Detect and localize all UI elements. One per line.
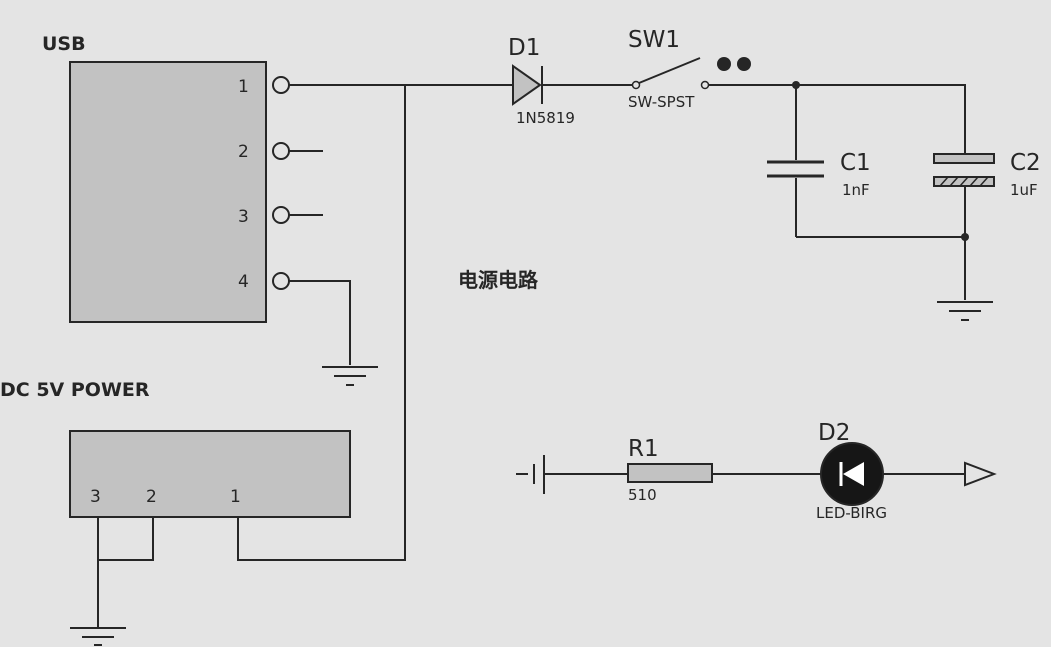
d1-value: 1N5819 xyxy=(516,109,575,127)
capacitor-c2[interactable]: C2 1uF xyxy=(933,150,1041,199)
switch-toggle-icon[interactable] xyxy=(737,57,751,71)
wire-sw1-to-rail xyxy=(709,84,966,155)
d2-value: LED-BIRG xyxy=(816,504,887,522)
usb-pin-4-label: 4 xyxy=(238,272,249,292)
sw1-ref: SW1 xyxy=(628,27,680,53)
usb-pin-2-terminal[interactable] xyxy=(272,142,290,160)
capacitor-c1[interactable]: C1 1nF xyxy=(767,85,871,237)
usb-pin-3-terminal[interactable] xyxy=(272,206,290,224)
switch-contact-icon xyxy=(700,80,710,90)
wire-usb-pin4-ground xyxy=(289,280,351,365)
usb-pin-4-terminal[interactable] xyxy=(272,272,290,290)
ground-icon xyxy=(322,366,378,386)
ground-terminal-icon xyxy=(516,455,545,494)
r1-ref: R1 xyxy=(628,436,659,462)
sw1-value: SW-SPST xyxy=(628,93,695,111)
diode-d1[interactable]: D1 1N5819 xyxy=(508,35,575,127)
usb-pin-1-label: 1 xyxy=(238,77,249,97)
switch-contact-icon xyxy=(631,80,641,90)
r1-value: 510 xyxy=(628,486,657,504)
c2-ref: C2 xyxy=(1010,150,1041,176)
led-d2[interactable]: D2 LED-BIRG xyxy=(816,420,887,522)
led-diode-icon xyxy=(843,462,864,486)
usb-pin-1-terminal[interactable] xyxy=(272,76,290,94)
junction-dot xyxy=(961,233,969,241)
power-terminal-icon[interactable] xyxy=(964,461,997,487)
dc-pin-2-label: 2 xyxy=(146,487,157,507)
c1-value: 1nF xyxy=(842,181,870,199)
switch-toggle-icon[interactable] xyxy=(717,57,731,71)
d2-ref: D2 xyxy=(818,420,850,446)
wire-dc-pin1-to-bus xyxy=(237,85,406,561)
usb-pin-2-label: 2 xyxy=(238,142,249,162)
c2-value: 1uF xyxy=(1010,181,1038,199)
switch-sw1[interactable]: SW1 SW-SPST xyxy=(628,27,751,111)
usb-pin-3-label: 3 xyxy=(238,207,249,227)
ground-icon xyxy=(937,301,993,321)
usb-connector[interactable]: USB 1 2 3 4 xyxy=(42,33,290,323)
dc-pin-1-label: 1 xyxy=(230,487,241,507)
wire-dc-pin2-bridge xyxy=(98,517,154,561)
c1-ref: C1 xyxy=(840,150,871,176)
ground-icon xyxy=(70,627,126,646)
dc-power-label: DC 5V POWER xyxy=(0,379,150,401)
diode-icon xyxy=(512,64,542,106)
dc-power-connector[interactable]: DC 5V POWER 3 2 1 xyxy=(0,379,351,518)
section-title: 电源电路 xyxy=(458,268,539,292)
d1-ref: D1 xyxy=(508,35,540,61)
switch-lever-icon xyxy=(638,57,701,84)
usb-label: USB xyxy=(42,33,86,55)
resistor-r1[interactable]: R1 510 xyxy=(627,436,713,504)
dc-pin-3-label: 3 xyxy=(90,487,101,507)
